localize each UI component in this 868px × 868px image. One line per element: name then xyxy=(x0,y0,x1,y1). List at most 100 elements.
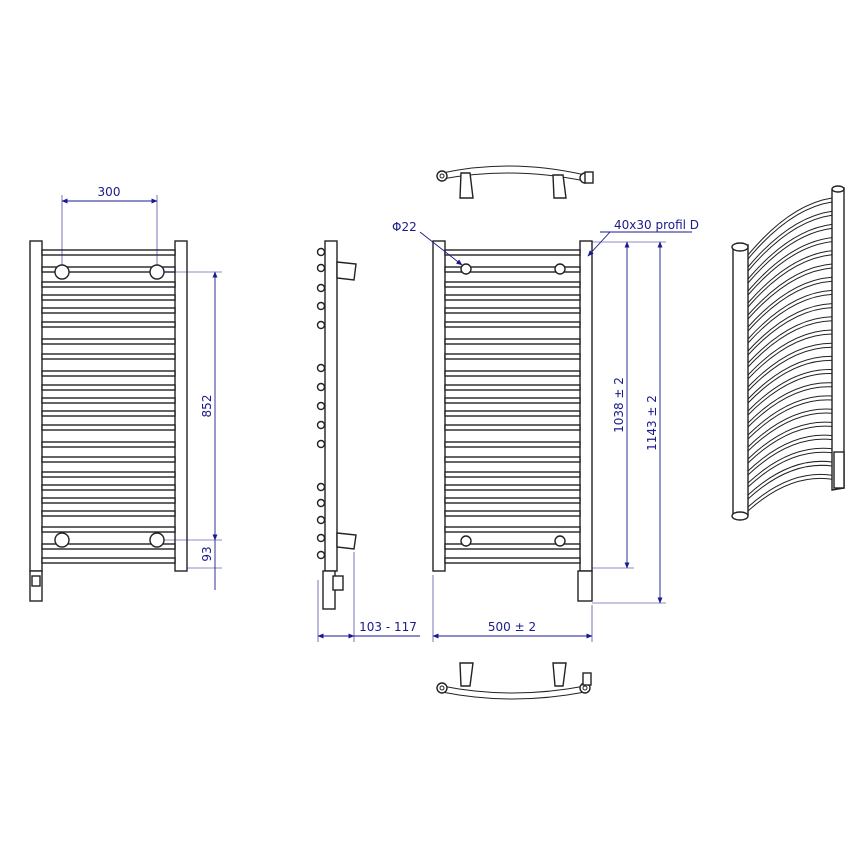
rail-tube xyxy=(444,307,581,314)
rail-tube xyxy=(41,526,176,533)
rail-tube xyxy=(41,321,176,328)
iso-rail xyxy=(747,460,833,496)
rail-end xyxy=(316,439,326,449)
rail-end xyxy=(316,263,326,273)
rail-end xyxy=(316,420,326,430)
iso-rail xyxy=(747,329,833,376)
bracket-mount xyxy=(554,535,566,547)
iso-rail xyxy=(747,197,833,256)
isometric-view xyxy=(731,185,845,521)
bracket-mount xyxy=(460,535,472,547)
rail-tube xyxy=(41,397,176,404)
rail-tube xyxy=(444,543,581,550)
iso-rail-edge xyxy=(747,267,833,320)
rail-tube xyxy=(41,456,176,463)
rail-tube xyxy=(41,353,176,360)
side-rail-ends xyxy=(316,247,326,560)
iso-rail xyxy=(747,382,833,424)
side-dimensions: 103 - 117 xyxy=(317,552,420,642)
top-view xyxy=(436,165,594,199)
iso-rail xyxy=(747,303,833,352)
dim-pipe-diameter: Φ22 xyxy=(392,220,417,234)
front-rails xyxy=(41,249,176,564)
iso-rail xyxy=(747,355,833,400)
iso-rail-edge xyxy=(747,477,833,512)
iso-rail xyxy=(747,263,833,316)
rail-end xyxy=(316,401,326,411)
dim-width: 500 ± 2 xyxy=(488,620,536,634)
iso-rail-edge xyxy=(747,254,833,308)
rail-tube xyxy=(41,410,176,417)
bottom-view xyxy=(436,662,592,700)
rail-tube xyxy=(41,294,176,301)
iso-rail-edge xyxy=(747,386,833,428)
rail-tube xyxy=(444,281,581,288)
iso-rail xyxy=(747,237,833,292)
iso-rail-edge xyxy=(747,320,833,368)
rail-tube xyxy=(444,338,581,345)
bracket-mount xyxy=(460,263,472,275)
iso-rail-edge xyxy=(747,280,833,332)
rail-tube xyxy=(444,456,581,463)
rail-tube xyxy=(444,526,581,533)
iso-rail xyxy=(747,434,833,472)
iso-rail-edge xyxy=(747,333,833,380)
front-dimensions: 300 852 93 xyxy=(61,185,222,590)
rail-tube xyxy=(41,510,176,517)
rail-end xyxy=(316,482,326,492)
valve xyxy=(577,570,593,602)
rail-tube xyxy=(444,397,581,404)
rail-tube xyxy=(41,281,176,288)
rail-end xyxy=(316,363,326,373)
iso-rail-edge xyxy=(747,241,833,296)
rail-end xyxy=(316,320,326,330)
rail-end xyxy=(316,533,326,543)
rail-tube xyxy=(41,497,176,504)
iso-rail-edge xyxy=(747,373,833,416)
dim-connection-height: 852 xyxy=(200,395,214,418)
dim-connection-spacing: 300 xyxy=(98,185,121,199)
iso-rail-edge xyxy=(747,438,833,476)
iso-rail xyxy=(747,408,833,448)
iso-rail-edge xyxy=(747,227,833,284)
rail-end xyxy=(316,550,326,560)
side-view xyxy=(316,240,357,610)
rail-tube xyxy=(41,471,176,478)
rail-tube xyxy=(444,384,581,391)
connection-point xyxy=(149,532,165,548)
connection-point xyxy=(54,532,70,548)
rail-tube xyxy=(41,249,176,256)
rail-end xyxy=(316,515,326,525)
dim-height-rail: 1038 ± 2 xyxy=(612,377,626,433)
rail-end xyxy=(316,498,326,508)
iso-rail xyxy=(747,223,833,280)
rail-tube xyxy=(444,441,581,448)
iso-rail-edge xyxy=(747,201,833,260)
rail-tube xyxy=(444,249,581,256)
rail-tube xyxy=(41,543,176,550)
rail-tube xyxy=(41,307,176,314)
rail-tube xyxy=(444,370,581,377)
iso-rail xyxy=(747,250,833,304)
iso-rail-edge xyxy=(747,399,833,440)
iso-rail-edge xyxy=(747,214,833,272)
iso-rail-edge xyxy=(747,451,833,488)
rail-tube xyxy=(444,294,581,301)
rail-end xyxy=(316,382,326,392)
iso-rail xyxy=(747,289,833,340)
rail-tube xyxy=(41,384,176,391)
iso-rail xyxy=(747,276,833,328)
rail-tube xyxy=(41,484,176,491)
dim-height-total: 1143 ± 2 xyxy=(645,395,659,451)
iso-rail-edge xyxy=(747,425,833,464)
rail-tube xyxy=(41,266,176,273)
rail-tube xyxy=(41,441,176,448)
rail-tube xyxy=(444,321,581,328)
main-view xyxy=(432,240,593,602)
iso-rail xyxy=(747,342,833,388)
rail-tube xyxy=(444,353,581,360)
rail-tube xyxy=(444,497,581,504)
rail-end xyxy=(316,301,326,311)
rail-end xyxy=(316,247,326,257)
dim-bottom-offset: 93 xyxy=(200,546,214,561)
